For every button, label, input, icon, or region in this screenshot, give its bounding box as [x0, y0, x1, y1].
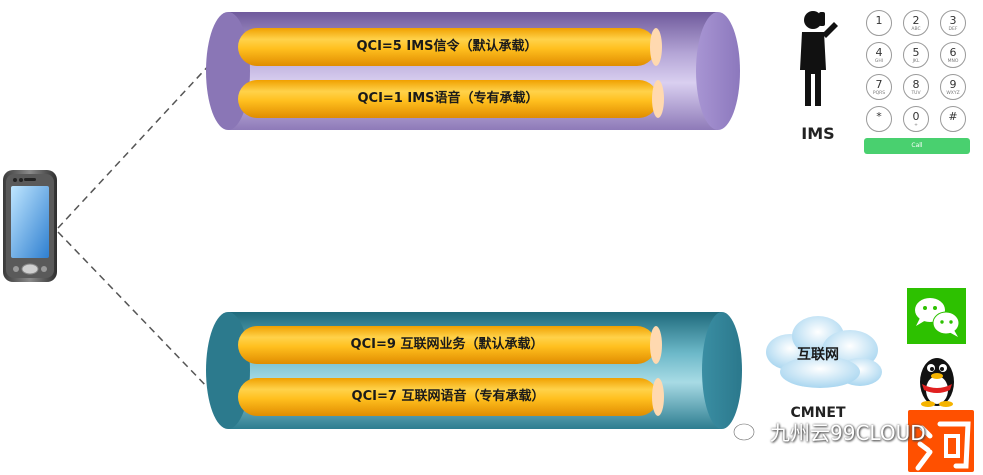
watermark-text: 九州云99CLOUD: [770, 421, 926, 445]
bearer-pipe-qci1: [238, 80, 664, 118]
dashed-link-ims: [57, 61, 213, 229]
call-button[interactable]: Call: [864, 138, 970, 154]
bearer-label-qci7: QCI=7 互联网语音（专有承载）: [351, 389, 545, 404]
bearer-label-qci9: QCI=9 互联网业务（默认承载）: [350, 337, 544, 352]
qq-penguin-icon: [920, 358, 954, 407]
cmnet-label: CMNET: [790, 405, 846, 421]
bearer-pipe-qci9: [238, 326, 662, 364]
bearer-pipe-qci7: [238, 378, 664, 416]
wechat-watermark-icon: [733, 423, 763, 445]
bearer-label-qci1: QCI=1 IMS语音（专有承载）: [357, 91, 539, 106]
cloud-icon: [766, 316, 882, 388]
wechat-icon: [907, 288, 966, 344]
bearer-label-qci5: QCI=5 IMS信令（默认承载）: [356, 39, 538, 54]
ims-label: IMS: [801, 124, 835, 143]
dialpad-key-star[interactable]: *: [866, 106, 892, 132]
dialpad-key-hash[interactable]: #: [940, 106, 966, 132]
internet-cloud-label: 互联网: [797, 347, 839, 363]
mobile-phone-icon: [3, 170, 57, 282]
person-on-phone-icon: [800, 11, 838, 106]
dialpad-key-0[interactable]: 0+: [903, 106, 929, 132]
bearer-pipe-qci5: [238, 28, 662, 66]
taobao-icon: [908, 410, 974, 472]
dialpad-key-1[interactable]: 1: [866, 10, 892, 36]
dashed-link-internet: [57, 231, 211, 391]
